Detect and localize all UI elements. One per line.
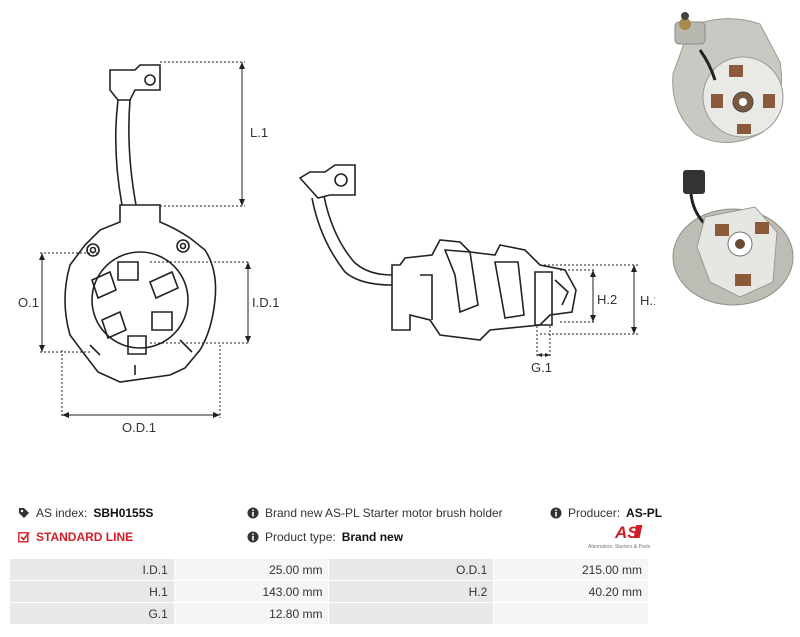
spec-value: 12.80 mm [173,602,330,625]
as-index-row: AS index: SBH0155S [18,506,153,520]
table-row: H.1 143.00 mm H.2 40.20 mm [9,580,649,603]
checkbox-checked-icon [18,532,30,543]
spec-label: H.2 [328,580,495,603]
product-type-row: Product type: Brand new [247,530,403,544]
spec-label: O.D.1 [328,558,495,581]
as-index-label: AS index: [36,506,88,520]
info-icon [247,507,259,519]
logo-text: AS [614,523,639,542]
terminal-tab [109,64,161,101]
dim-label-g1: G.1 [531,360,552,375]
producer-label: Producer: [568,506,621,520]
as-pl-logo: AS Alternators, Starters & Parts [588,523,651,550]
standard-line-row: STANDARD LINE [18,530,133,544]
side-body [391,239,577,341]
product-type-value: Brand new [341,530,404,544]
spec-value: 40.20 mm [493,580,649,603]
spec-value [493,602,649,625]
description-text: Brand new AS-PL Starter motor brush hold… [265,506,503,520]
spec-label: H.1 [9,580,175,603]
standard-line-label: STANDARD LINE [36,530,134,544]
specs-table: I.D.1 25.00 mm O.D.1 215.00 mm H.1 143.0… [9,558,649,625]
dim-label-od1: O.D.1 [122,420,156,435]
dim-label-h2: H.2 [597,292,617,307]
dim-label-l1: L.1 [250,125,268,140]
spec-label: G.1 [9,602,175,625]
product-type-label: Product type: [265,530,336,544]
technical-drawing: L.1 O.1 I.D.1 O.D.1 H.1 H.2 G.1 [18,61,660,435]
logo-tagline: Alternators, Starters & Parts [588,544,651,550]
holder-plate [64,204,217,383]
producer-row: Producer: AS-PL [550,506,662,520]
product-photo-bottom [655,162,795,312]
dim-label-id1: I.D.1 [252,295,279,310]
info-icon [550,507,562,519]
description-row: Brand new AS-PL Starter motor brush hold… [247,506,503,520]
dim-label-o1: O.1 [18,295,39,310]
side-lead-wire [311,195,393,286]
spec-label: I.D.1 [9,558,175,581]
table-row: I.D.1 25.00 mm O.D.1 215.00 mm [9,558,649,581]
tag-icon [19,508,29,518]
spec-value: 25.00 mm [173,558,330,581]
product-photo-top [655,2,795,152]
spec-label [328,602,495,625]
spec-value: 143.00 mm [173,580,330,603]
info-icon [247,531,259,543]
lead-wire [114,99,137,206]
producer-value: AS-PL [626,506,663,520]
spec-value: 215.00 mm [493,558,649,581]
side-terminal-tab [298,164,356,199]
as-index-value: SBH0155S [93,506,154,520]
table-row: G.1 12.80 mm [9,602,649,625]
